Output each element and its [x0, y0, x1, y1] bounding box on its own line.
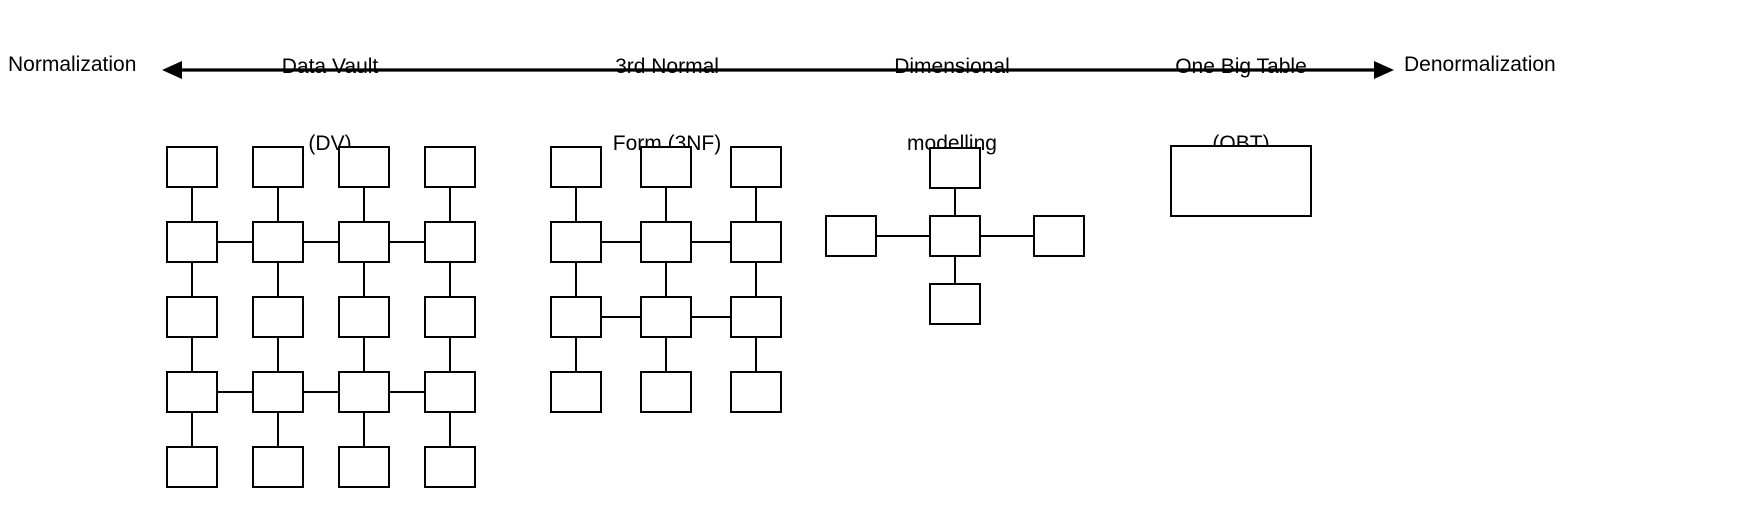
table-node	[550, 296, 602, 338]
connector-horizontal	[390, 390, 424, 394]
connector-vertical	[754, 338, 758, 371]
table-node	[166, 146, 218, 188]
connector-vertical	[190, 338, 194, 371]
table-node	[252, 296, 304, 338]
connector-vertical	[448, 188, 452, 221]
connector-vertical	[953, 257, 957, 283]
spectrum-double-arrow-icon	[162, 61, 1394, 79]
column-title-line1: One Big Table	[1175, 55, 1307, 78]
connector-vertical	[574, 338, 578, 371]
table-node-dimension-top	[929, 147, 981, 189]
table-node	[166, 371, 218, 413]
connector-vertical	[664, 338, 668, 371]
table-node	[166, 221, 218, 263]
connector-vertical	[953, 189, 957, 215]
connector-vertical	[448, 413, 452, 446]
table-node	[166, 296, 218, 338]
table-node-dimension-bottom	[929, 283, 981, 325]
table-node	[252, 146, 304, 188]
table-node	[550, 221, 602, 263]
connector-vertical	[574, 188, 578, 221]
table-node	[730, 146, 782, 188]
connector-vertical	[276, 338, 280, 371]
connector-vertical	[362, 413, 366, 446]
connector-vertical	[190, 263, 194, 296]
connector-horizontal	[877, 234, 929, 238]
connector-vertical	[664, 188, 668, 221]
table-node	[640, 221, 692, 263]
table-node	[550, 146, 602, 188]
connector-vertical	[276, 263, 280, 296]
connector-vertical	[190, 413, 194, 446]
table-node-dimension-left	[825, 215, 877, 257]
connector-horizontal	[602, 240, 640, 244]
column-title-data-vault: Data Vault (DV)	[282, 3, 379, 207]
table-node	[640, 296, 692, 338]
connector-vertical	[362, 263, 366, 296]
connector-vertical	[362, 338, 366, 371]
connector-horizontal	[304, 240, 338, 244]
table-node	[730, 221, 782, 263]
connector-vertical	[574, 263, 578, 296]
connector-horizontal	[602, 315, 640, 319]
connector-vertical	[754, 188, 758, 221]
table-node	[338, 296, 390, 338]
connector-horizontal	[692, 240, 730, 244]
table-node	[550, 371, 602, 413]
table-node	[424, 296, 476, 338]
table-node	[166, 446, 218, 488]
axis-label-denormalization: Denormalization	[1404, 53, 1556, 76]
table-node	[252, 446, 304, 488]
table-node	[424, 371, 476, 413]
table-node	[338, 146, 390, 188]
table-node	[424, 146, 476, 188]
connector-horizontal	[218, 390, 252, 394]
connector-horizontal	[981, 234, 1033, 238]
connector-horizontal	[218, 240, 252, 244]
table-node	[730, 371, 782, 413]
connector-vertical	[664, 263, 668, 296]
connector-vertical	[362, 188, 366, 221]
connector-horizontal	[692, 315, 730, 319]
column-title-line1: Dimensional	[894, 55, 1010, 78]
table-node	[338, 446, 390, 488]
table-node	[338, 221, 390, 263]
table-node-fact-center	[929, 215, 981, 257]
connector-horizontal	[390, 240, 424, 244]
table-node	[338, 371, 390, 413]
connector-horizontal	[304, 390, 338, 394]
table-node-one-big-table	[1170, 145, 1312, 217]
connector-vertical	[448, 263, 452, 296]
table-node	[252, 371, 304, 413]
connector-vertical	[276, 413, 280, 446]
table-node	[424, 446, 476, 488]
table-node-dimension-right	[1033, 215, 1085, 257]
table-node	[640, 371, 692, 413]
table-node	[424, 221, 476, 263]
connector-vertical	[276, 188, 280, 221]
connector-vertical	[190, 188, 194, 221]
connector-vertical	[754, 263, 758, 296]
column-title-line1: Data Vault	[281, 55, 379, 78]
column-title-line1: 3rd Normal	[615, 55, 719, 78]
connector-vertical	[448, 338, 452, 371]
table-node	[730, 296, 782, 338]
table-node	[640, 146, 692, 188]
axis-label-normalization: Normalization	[8, 53, 137, 76]
table-node	[252, 221, 304, 263]
